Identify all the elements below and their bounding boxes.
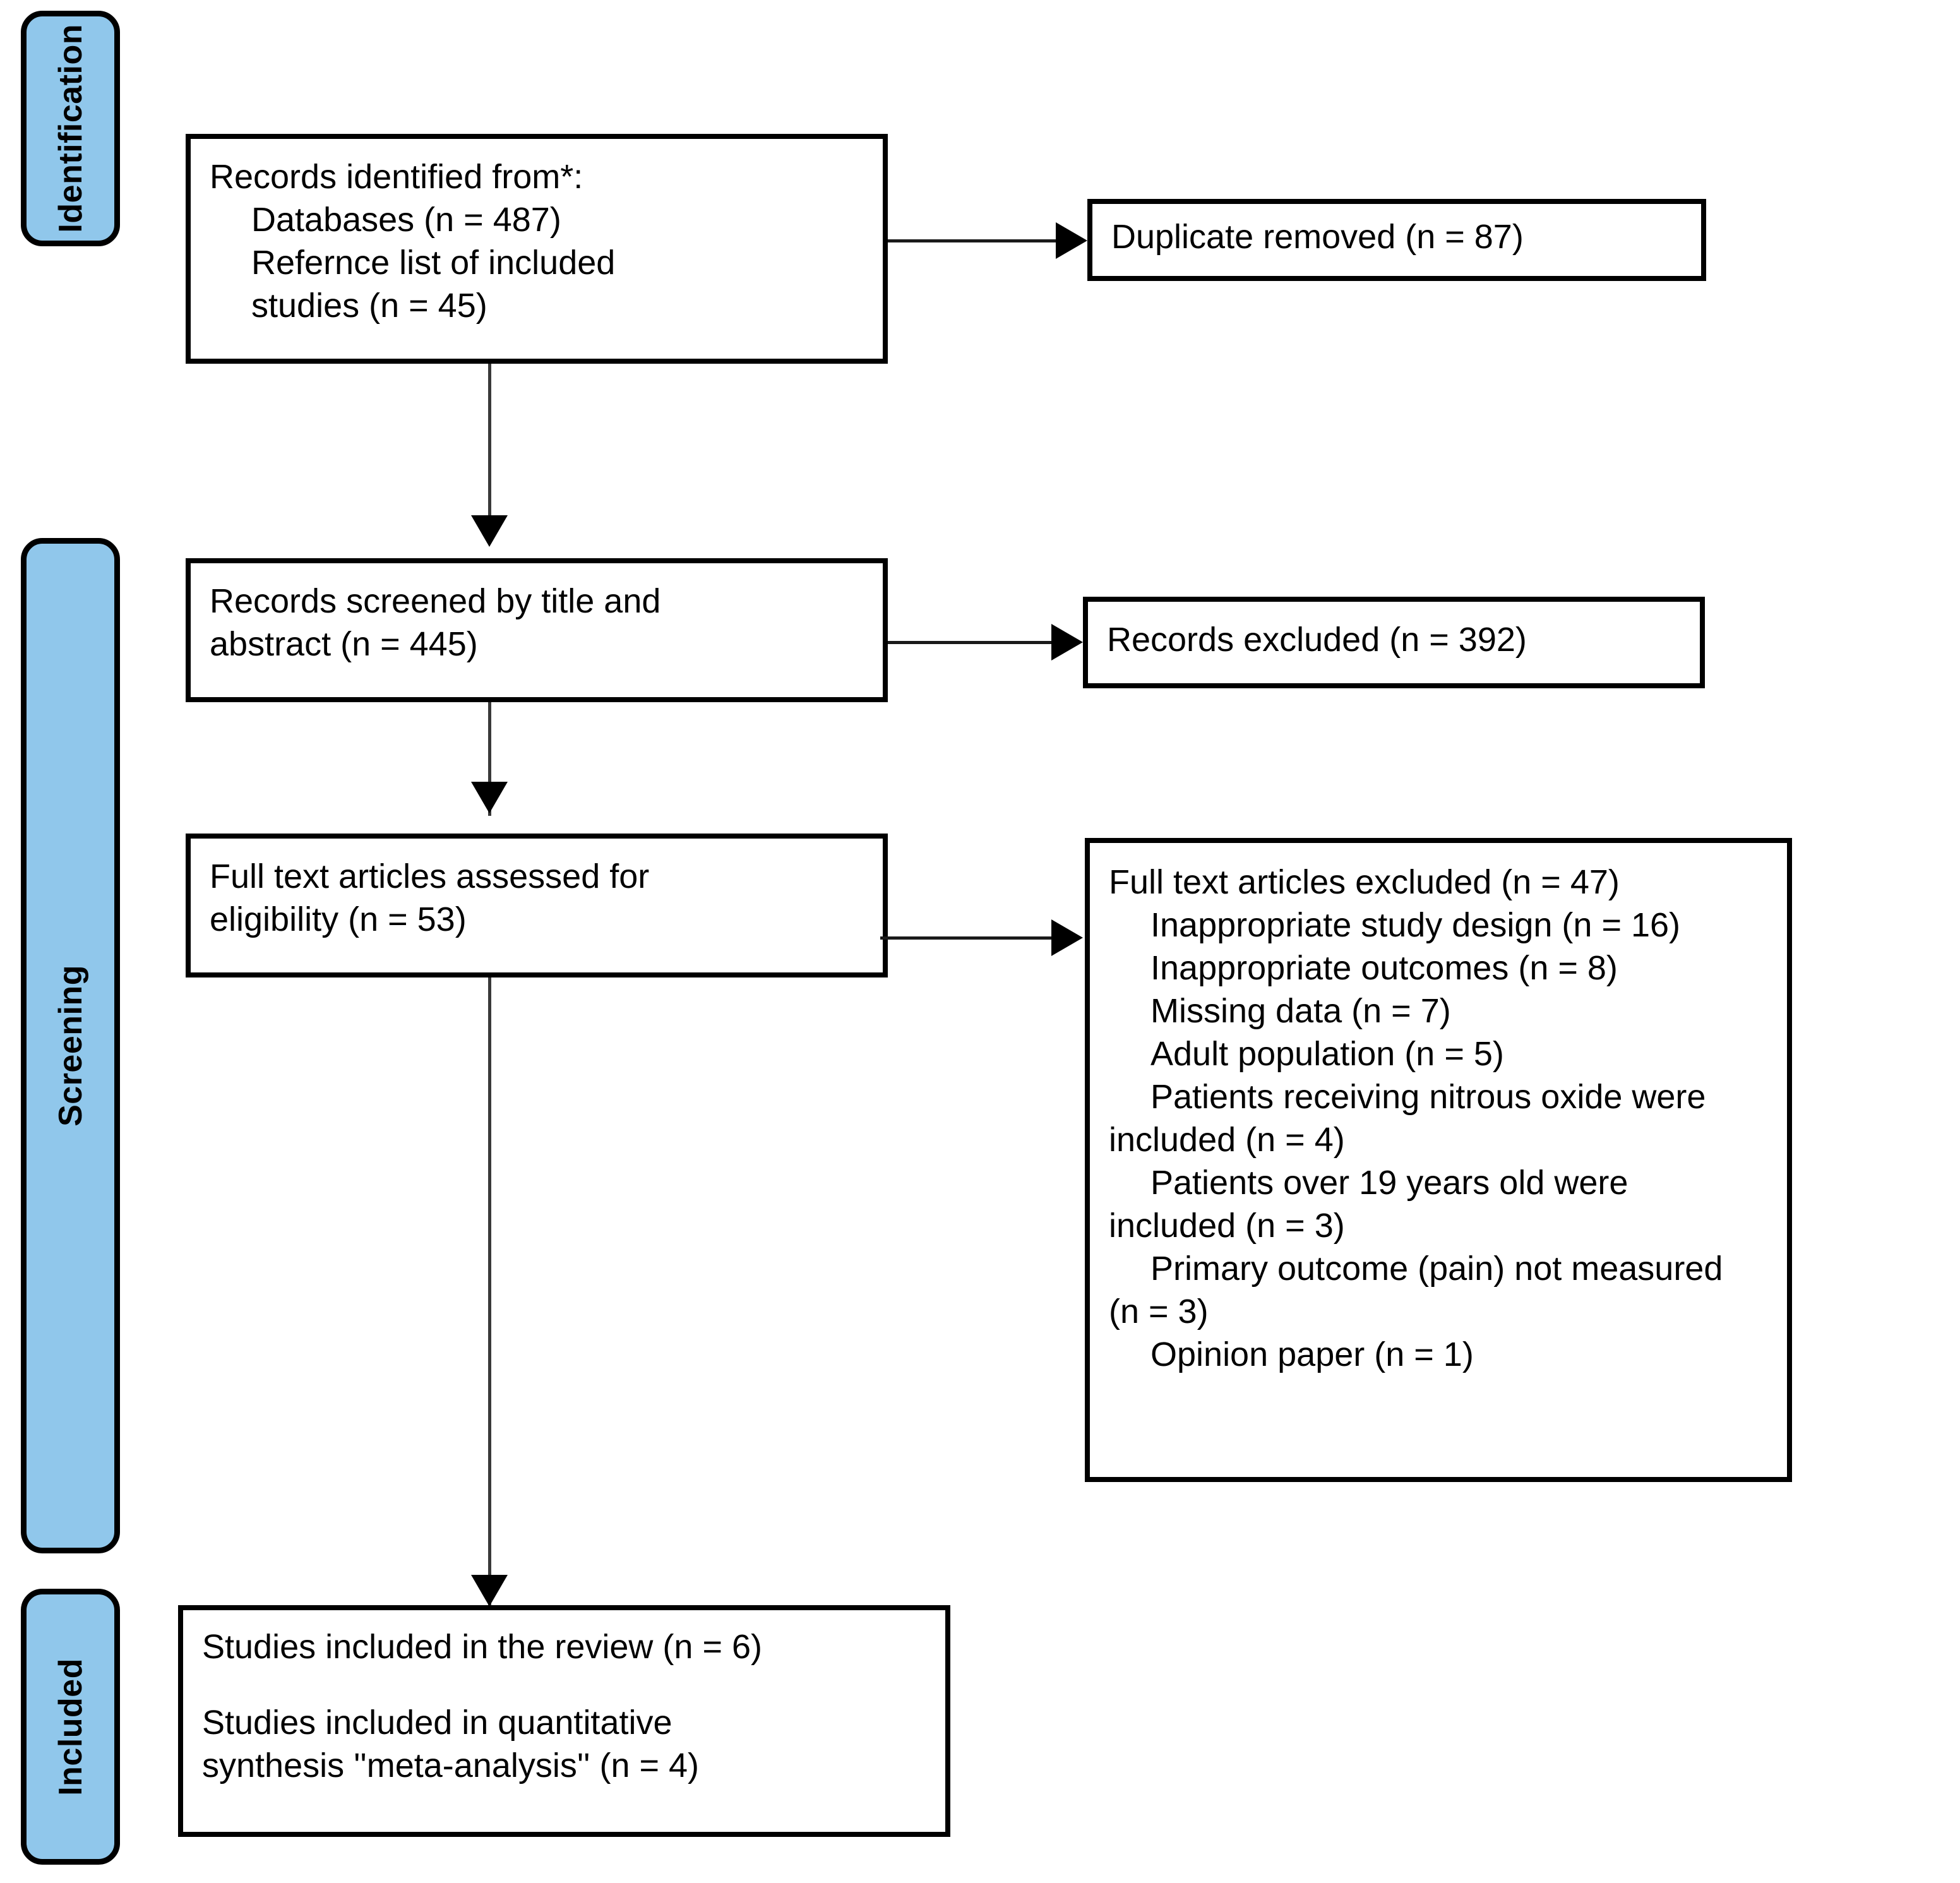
records-identified-line-3: Refernce list of included	[251, 244, 616, 282]
duplicates-removed-line-1: Duplicate removed (n = 87)	[1111, 218, 1524, 256]
studies-included-line-4: synthesis ''meta-analysis'' (n = 4)	[202, 1747, 700, 1785]
studies-included-line-1: Studies included in the review (n = 6)	[202, 1628, 762, 1666]
box-records-screened: Records screened by title and abstract (…	[186, 558, 888, 702]
box-fulltext-excluded-text: Full text articles excluded (n = 47) Ina…	[1090, 843, 1787, 1389]
records-screened-line-1: Records screened by title and	[210, 582, 661, 620]
stage-label-screening: Screening	[52, 965, 89, 1127]
connector-fulltext-to-studies-included	[488, 977, 491, 1609]
box-records-identified: Records identified from*: Databases (n =…	[186, 134, 888, 364]
arrowhead-screened-to-excluded	[1051, 624, 1083, 661]
box-fulltext-assessed: Full text articles assessed for eligibil…	[186, 834, 888, 977]
box-studies-included: Studies included in the review (n = 6) S…	[178, 1605, 950, 1837]
box-duplicates-removed: Duplicate removed (n = 87)	[1087, 199, 1706, 281]
arrowhead-fulltext-to-excluded	[1051, 919, 1083, 956]
connector-screened-to-fulltext	[488, 702, 491, 816]
stage-label-identification: Identification	[52, 24, 89, 233]
fulltext-excluded-line-9: included (n = 3)	[1109, 1207, 1345, 1245]
records-identified-line-4: studies (n = 45)	[251, 287, 487, 325]
box-studies-included-text: Studies included in the review (n = 6) S…	[183, 1610, 945, 1800]
box-fulltext-assessed-text: Full text articles assessed for eligibil…	[191, 839, 883, 953]
fulltext-excluded-line-10: Primary outcome (pain) not measured	[1150, 1250, 1723, 1288]
fulltext-excluded-line-5: Adult population (n = 5)	[1150, 1035, 1504, 1073]
arrowhead-fulltext-to-studies-included	[471, 1575, 508, 1606]
box-duplicates-removed-text: Duplicate removed (n = 87)	[1092, 204, 1701, 271]
arrowhead-screened-to-fulltext	[471, 782, 508, 813]
studies-included-line-3: Studies included in quantitative	[202, 1704, 672, 1742]
fulltext-excluded-line-6: Patients receiving nitrous oxide were	[1150, 1078, 1706, 1116]
connector-identified-to-screened	[488, 364, 491, 522]
box-records-screened-text: Records screened by title and abstract (…	[191, 563, 883, 678]
records-screened-line-2: abstract (n = 445)	[210, 625, 478, 664]
stage-bar-identification: Identification	[21, 11, 120, 246]
fulltext-excluded-line-1: Full text articles excluded (n = 47)	[1109, 863, 1620, 901]
stage-label-included: Included	[52, 1658, 89, 1796]
arrowhead-identified-to-screened	[471, 515, 508, 547]
connector-identified-to-duplicates	[888, 239, 1060, 242]
fulltext-excluded-line-3: Inappropriate outcomes (n = 8)	[1150, 949, 1618, 988]
connector-screened-to-excluded	[888, 641, 1055, 644]
records-identified-line-2: Databases (n = 487)	[251, 201, 561, 239]
box-records-excluded-text: Records excluded (n = 392)	[1088, 602, 1700, 674]
fulltext-excluded-line-7: included (n = 4)	[1109, 1121, 1345, 1159]
box-records-excluded: Records excluded (n = 392)	[1083, 597, 1705, 688]
fulltext-assessed-line-1: Full text articles assessed for	[210, 858, 650, 895]
fulltext-excluded-line-11: (n = 3)	[1109, 1293, 1209, 1331]
connector-fulltext-to-excluded	[880, 936, 1055, 940]
stage-bar-screening: Screening	[21, 538, 120, 1553]
fulltext-excluded-line-12: Opinion paper (n = 1)	[1150, 1336, 1474, 1374]
stage-bar-included: Included	[21, 1589, 120, 1865]
records-excluded-line-1: Records excluded (n = 392)	[1107, 621, 1527, 659]
box-fulltext-excluded: Full text articles excluded (n = 47) Ina…	[1085, 838, 1792, 1482]
box-records-identified-text: Records identified from*: Databases (n =…	[191, 139, 883, 340]
fulltext-excluded-line-2: Inappropriate study design (n = 16)	[1150, 906, 1681, 945]
records-identified-line-1: Records identified from*:	[210, 158, 583, 196]
studies-included-spacer	[202, 1668, 926, 1701]
fulltext-excluded-line-8: Patients over 19 years old were	[1150, 1164, 1628, 1202]
fulltext-assessed-line-2: eligibility (n = 53)	[210, 900, 467, 939]
arrowhead-identified-to-duplicates	[1056, 222, 1087, 259]
fulltext-excluded-line-4: Missing data (n = 7)	[1150, 992, 1451, 1031]
